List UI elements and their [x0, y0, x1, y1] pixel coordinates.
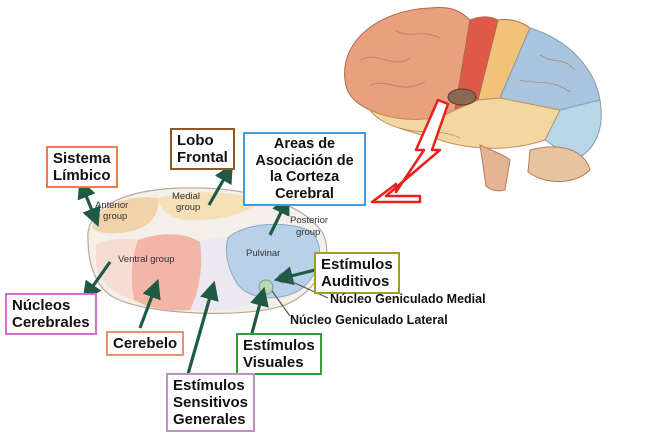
arrow-cerebelo — [138, 279, 161, 329]
thalamus-ventral-red-region — [131, 234, 202, 311]
arrow-estimulos-generales — [186, 280, 219, 375]
region-anterior-line2: group — [103, 211, 127, 222]
label-cerebelo: Cerebelo — [106, 331, 185, 356]
label-line: Visuales — [243, 354, 304, 371]
thalamus-ventral-pink-region — [96, 238, 138, 300]
brain-illustration — [344, 7, 602, 192]
label-line: Areas de — [273, 136, 336, 152]
label-line: Estímulos — [321, 256, 393, 273]
region-anterior-line1: Anterior — [95, 200, 128, 211]
region-pulvinar: Pulvinar — [246, 248, 280, 259]
leader-geniculado-medial — [287, 279, 329, 299]
thalamus-geniculate-lateral — [258, 279, 274, 295]
brain-temporal-lobe — [368, 97, 561, 149]
arrow-sistema-limbico — [77, 179, 101, 227]
region-posterior-line1: Posterior — [290, 215, 328, 226]
label-line: Estímulos — [173, 377, 245, 394]
label-line: Asociación de — [255, 152, 354, 169]
label-nucleo-geniculado-lateral: Núcleo Geniculado Lateral — [290, 313, 448, 327]
arrow-areas-asociacion — [268, 195, 290, 236]
thalamus-medial-region — [158, 192, 260, 221]
label-line: Cerebelo — [113, 335, 178, 352]
label-sistema-limbico: Sistema Límbico — [46, 146, 118, 188]
label-nucleo-geniculado-medial: Núcleo Geniculado Medial — [330, 292, 486, 306]
thalamus-anterior-region — [92, 197, 159, 234]
arrow-estimulos-visuales — [250, 286, 269, 334]
label-line: Generales — [173, 411, 246, 428]
region-medial-line1: Medial — [172, 191, 200, 202]
region-posterior-line2: group — [296, 227, 320, 238]
label-line: Límbico — [53, 167, 111, 184]
label-line: Núcleos — [12, 297, 71, 314]
pointer-arrows — [77, 163, 316, 375]
red-pointer-arrow — [370, 98, 450, 204]
thalamus: Anterior group Medial group Posterior gr… — [87, 187, 328, 314]
label-line: Lobo — [177, 132, 214, 149]
label-line: Cerebral — [275, 185, 334, 202]
leader-geniculado-lateral — [271, 290, 291, 317]
label-line: la Corteza — [269, 169, 340, 185]
label-estimulos-auditivos: Estímulos Auditivos — [314, 252, 400, 294]
label-line: Sensitivos — [173, 394, 249, 411]
leader-lines — [271, 279, 329, 317]
thalamus-pulvinar-region — [225, 223, 321, 299]
label-nucleos-cerebrales: Núcleos Cerebrales — [5, 293, 97, 335]
region-medial-line2: group — [176, 202, 200, 213]
label-line: Sistema — [53, 150, 111, 167]
label-line: Frontal — [177, 149, 228, 166]
label-line: Estímulos — [243, 337, 315, 354]
brain-cerebellum — [527, 146, 591, 182]
region-ventral: Ventral group — [118, 254, 175, 265]
label-areas-asociacion: Areas de Asociación de la Corteza Cerebr… — [243, 132, 366, 206]
arrow-lobo-frontal — [207, 163, 233, 206]
label-line: Cerebrales — [12, 314, 90, 331]
label-lobo-frontal: Lobo Frontal — [170, 128, 235, 170]
arrow-nucleos-cerebrales — [82, 261, 112, 301]
label-line: Auditivos — [321, 273, 390, 290]
brain-thalamus-highlight — [447, 88, 477, 106]
label-estimulos-generales: Estímulos Sensitivos Generales — [166, 373, 256, 432]
brain-stem — [479, 144, 511, 192]
arrow-estimulos-auditivos — [273, 266, 316, 285]
label-estimulos-visuales: Estímulos Visuales — [236, 333, 322, 375]
